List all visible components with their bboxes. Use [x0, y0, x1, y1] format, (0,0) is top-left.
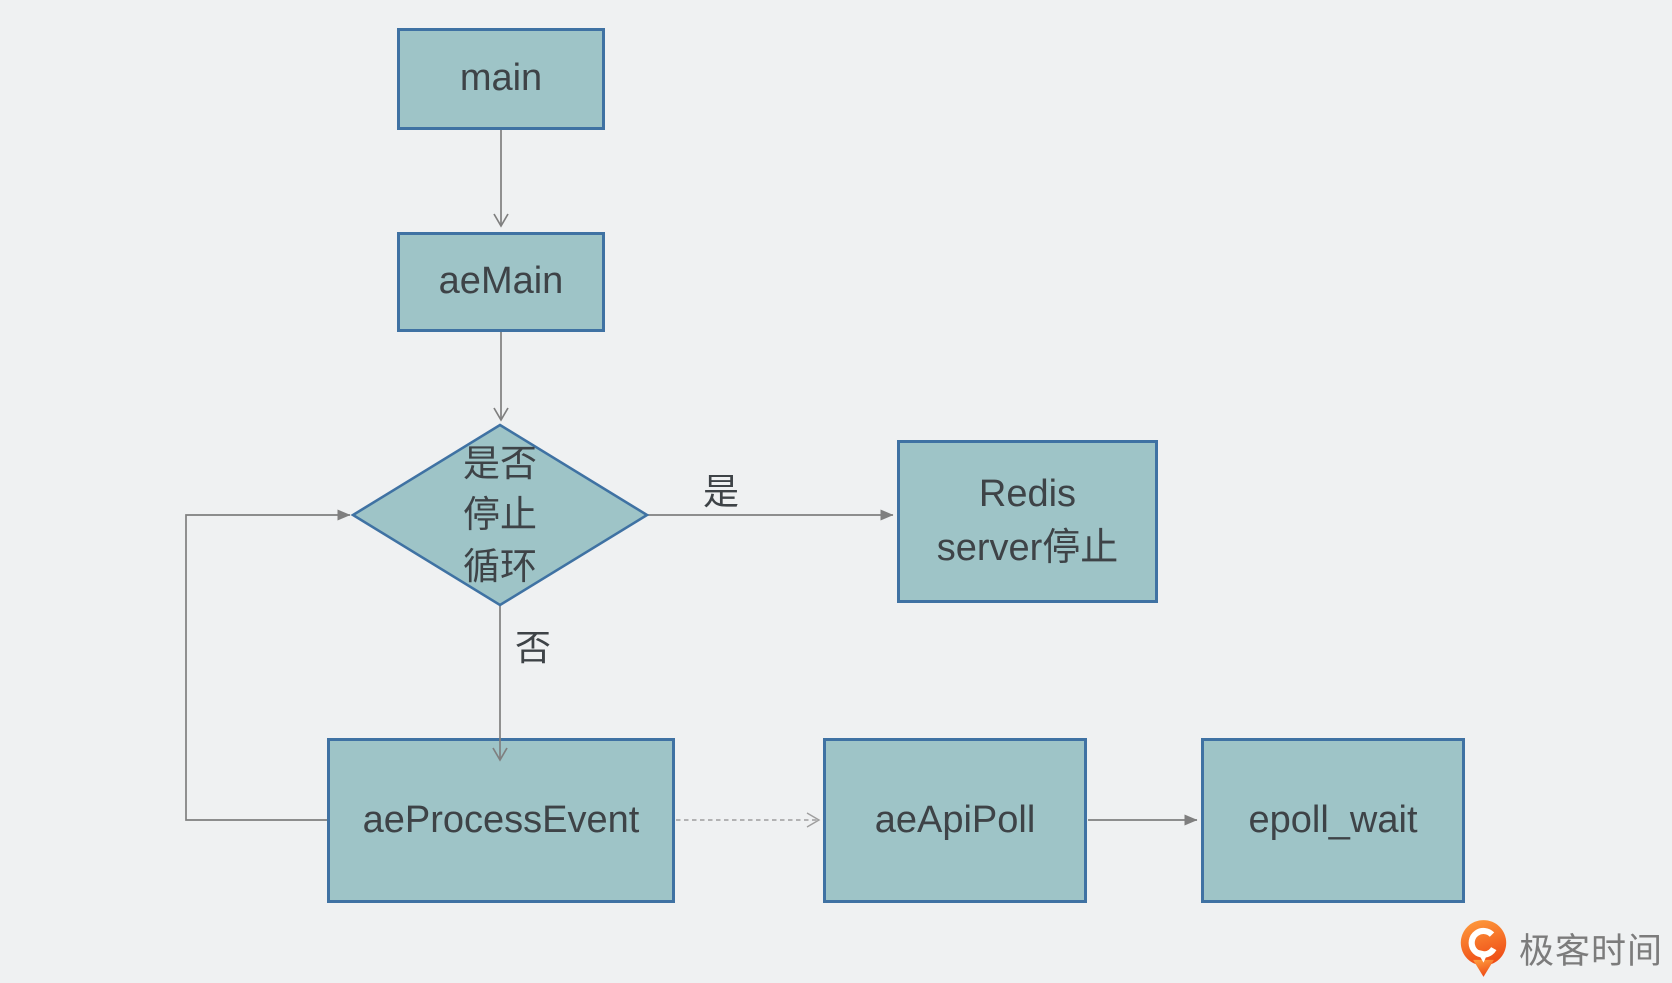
- node-aeapipoll: aeApiPoll: [823, 738, 1087, 903]
- node-redis-server-stop-label: Redis server停止: [936, 472, 1119, 569]
- node-aemain-label: aeMain: [438, 260, 564, 303]
- node-redis-server-stop: Redis server停止: [897, 440, 1158, 603]
- node-main-label: main: [459, 57, 543, 100]
- node-aeapipoll-label: aeApiPoll: [874, 798, 1036, 841]
- node-aemain: aeMain: [397, 232, 605, 332]
- geektime-logo-icon: [1460, 920, 1507, 977]
- node-stop-loop-label: 是否 停止 循环: [463, 443, 537, 587]
- edge-label-yes: 是: [703, 471, 740, 512]
- node-main: main: [397, 28, 605, 130]
- node-epoll-wait: epoll_wait: [1201, 738, 1465, 903]
- node-epoll-wait-label: epoll_wait: [1248, 798, 1418, 841]
- geektime-logo-text: 极客时间: [1518, 931, 1663, 971]
- edge-aeprocessevent-loop-to-stoploop: [185, 509, 351, 821]
- edge-label-no: 否: [515, 627, 552, 668]
- node-aeprocessevent: aeProcessEvent: [327, 738, 675, 903]
- geektime-watermark: 极客时间: [1457, 918, 1663, 978]
- node-aeprocessevent-label: aeProcessEvent: [362, 798, 640, 841]
